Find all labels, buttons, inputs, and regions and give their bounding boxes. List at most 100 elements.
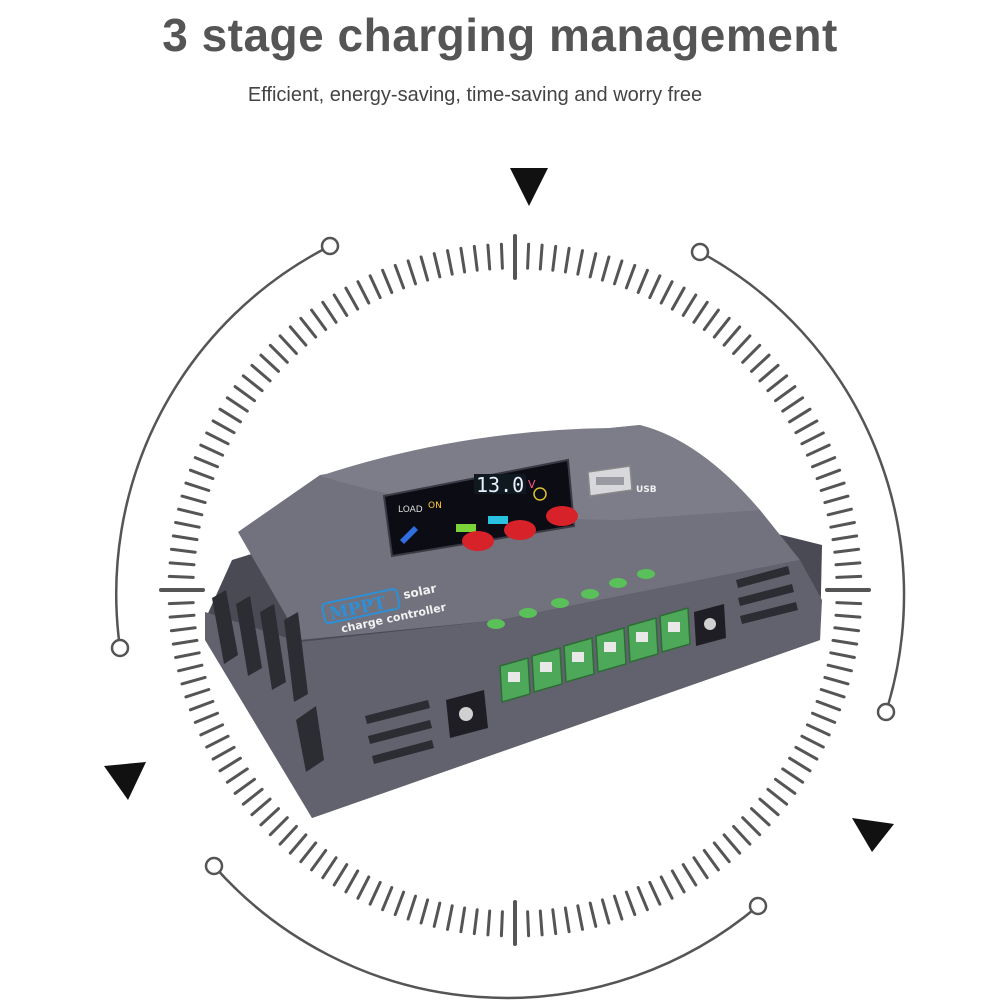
tick-mark (750, 353, 771, 373)
tick-mark (613, 259, 624, 286)
tick-mark (600, 898, 611, 925)
tick-mark (600, 255, 611, 282)
tick-mark (805, 443, 831, 457)
usb-port: USB (587, 465, 657, 497)
tick-mark (774, 777, 797, 795)
tick-mark (169, 547, 197, 554)
tick-mark (823, 494, 850, 505)
display-voltage: 13.0 (476, 473, 524, 497)
tick-mark (332, 863, 349, 887)
outer-arc-right (699, 250, 906, 713)
label-solar: solar (402, 581, 438, 602)
tick-mark (174, 651, 201, 659)
tick-mark (766, 787, 789, 806)
tick-mark (834, 613, 862, 619)
tick-mark (551, 908, 558, 936)
usb-label: USB (636, 485, 657, 495)
tick-mark (829, 521, 856, 529)
up-button[interactable] (504, 520, 536, 540)
tick-mark (344, 869, 360, 894)
tick-mark (288, 325, 308, 347)
tick-mark (250, 797, 272, 817)
tick-mark (648, 274, 662, 300)
tick-mark (393, 890, 406, 917)
tick-mark (829, 651, 856, 659)
tick-mark (419, 255, 430, 282)
tick-mark (805, 723, 831, 737)
menu-button[interactable] (462, 531, 494, 551)
tick-mark (712, 316, 731, 339)
down-button[interactable] (546, 506, 578, 526)
tick-ring (159, 234, 871, 946)
tick-mark (833, 626, 861, 633)
tick-mark (681, 863, 698, 887)
tick-mark (432, 901, 442, 928)
display-unit: V (528, 478, 536, 491)
tick-mark (393, 263, 406, 290)
ring-nodes (110, 236, 896, 916)
tick-mark (815, 699, 842, 712)
tick-mark (168, 613, 196, 619)
tick-mark (193, 711, 219, 724)
tick-mark (259, 353, 280, 373)
tick-mark (211, 745, 236, 761)
tick-mark (758, 363, 780, 383)
tick-mark (692, 856, 709, 880)
tick-mark (659, 875, 674, 900)
terminal-blocks (499, 607, 691, 703)
tick-mark (368, 880, 382, 906)
tick-mark (406, 259, 417, 286)
tick-mark (826, 507, 853, 517)
tick-mark (321, 300, 338, 324)
triangle-pointer-icon (510, 168, 548, 206)
display-on: ON (428, 501, 442, 511)
pointers (104, 168, 894, 852)
tick-mark (831, 534, 859, 542)
tick-mark (218, 756, 242, 773)
tick-mark (834, 561, 862, 567)
tick-mark (184, 481, 211, 492)
tick-mark (741, 816, 762, 837)
tick-mark (636, 268, 649, 294)
tick-mark (815, 468, 842, 481)
tick-mark (184, 688, 211, 699)
tick-mark (250, 363, 272, 383)
tick-mark (692, 300, 709, 324)
tick-mark (563, 246, 571, 274)
tick-mark (823, 675, 850, 686)
tick-mark (241, 374, 264, 393)
tick-mark (811, 711, 837, 724)
tick-mark (174, 521, 201, 529)
tick-mark (712, 841, 731, 864)
tick-mark (299, 841, 318, 864)
tick-mark (722, 833, 742, 855)
tick-mark (259, 807, 280, 827)
triangle-pointer-icon (852, 818, 894, 852)
tick-mark (766, 374, 789, 393)
tick-mark (702, 849, 720, 872)
left-vents (212, 590, 324, 772)
tick-mark (299, 316, 318, 339)
ring-node-icon (748, 896, 768, 916)
tick-mark (486, 909, 492, 937)
tick-mark (167, 574, 195, 579)
tick-mark (459, 246, 467, 274)
tick-mark (188, 468, 215, 481)
tick-mark (177, 663, 204, 673)
outer-arc-bottom (213, 865, 759, 1000)
tick-mark (472, 908, 479, 936)
tick-mark (613, 894, 624, 921)
ring-node-icon (204, 856, 224, 876)
tick-mark (199, 443, 225, 457)
tick-mark (819, 481, 846, 492)
tick-mark (835, 601, 863, 606)
tick-mark (205, 734, 230, 749)
tick-mark (446, 249, 454, 276)
tick-mark (168, 561, 196, 567)
tick-mark (681, 293, 698, 317)
tick-mark (225, 767, 249, 784)
tick-mark (648, 880, 662, 906)
tick-mark (499, 242, 504, 270)
tick-mark (278, 825, 298, 846)
tick-mark (180, 675, 207, 686)
